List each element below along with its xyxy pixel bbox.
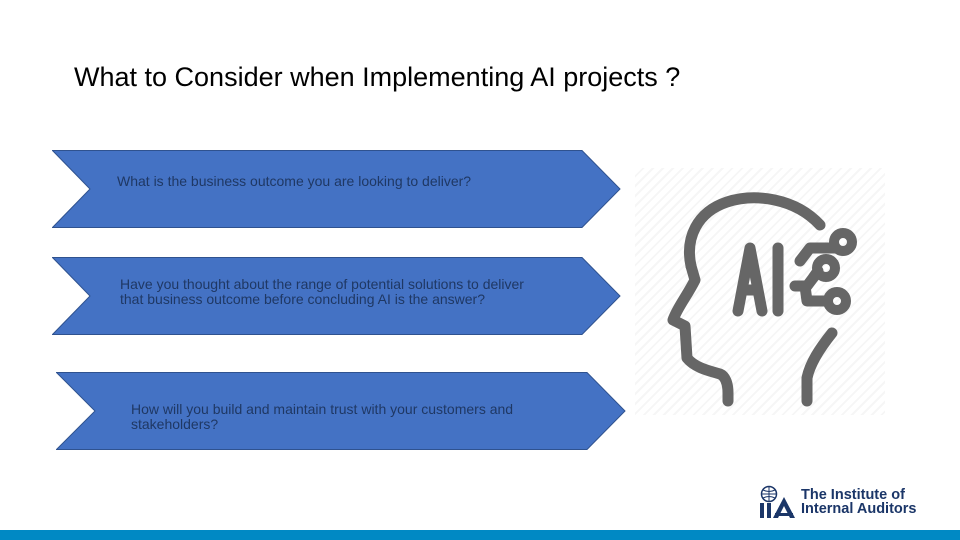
- chevron-shape: [56, 372, 626, 450]
- chevron-step-2: Have you thought about the range of pote…: [52, 257, 621, 335]
- globe-icon: [760, 485, 795, 518]
- logo-line-2: Internal Auditors: [801, 501, 917, 517]
- logo-text: The Institute of Internal Auditors: [801, 487, 917, 517]
- chevron-text: What is the business outcome you are loo…: [117, 173, 472, 189]
- iia-logo: The Institute of Internal Auditors: [757, 485, 937, 521]
- chevron-text: Have you thought about the range of pote…: [120, 276, 524, 307]
- bottom-accent-bar: [0, 530, 960, 540]
- chevron-shape: [52, 150, 621, 228]
- ai-head-icon: [667, 192, 857, 407]
- slide-title: What to Consider when Implementing AI pr…: [74, 62, 681, 92]
- chevron-step-1: What is the business outcome you are loo…: [52, 150, 621, 228]
- chevron-text: How will you build and maintain trust wi…: [131, 401, 514, 432]
- chevron-shape: [52, 257, 621, 335]
- logo-line-1: The Institute of: [801, 487, 905, 503]
- chevron-step-3: How will you build and maintain trust wi…: [56, 372, 626, 450]
- ai-head-image: [635, 168, 885, 415]
